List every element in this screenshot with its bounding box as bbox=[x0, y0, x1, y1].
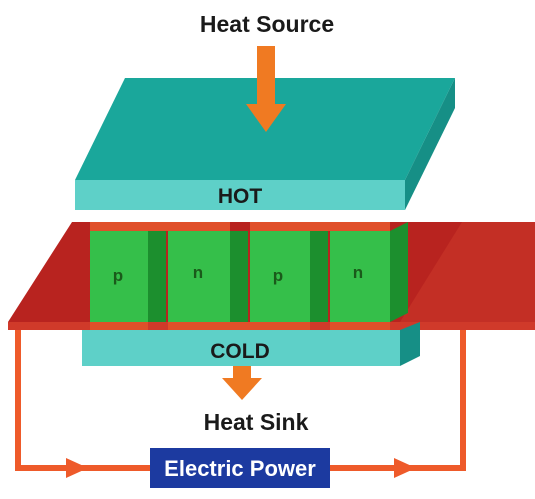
leg-block bbox=[250, 231, 328, 322]
current-arrow-icon bbox=[66, 458, 88, 478]
cold-plate-face bbox=[82, 330, 400, 366]
semiconductor-leg bbox=[168, 231, 230, 322]
bottom-conductor-strip bbox=[168, 322, 310, 330]
circuit-wire-right bbox=[330, 330, 466, 471]
leg-block bbox=[168, 231, 248, 322]
heat-source-label: Heat Source bbox=[200, 11, 334, 37]
circuit-wire-left bbox=[15, 330, 150, 471]
hot-label: HOT bbox=[218, 185, 263, 208]
cold-label: COLD bbox=[210, 340, 270, 363]
leg-label: n bbox=[193, 263, 203, 282]
bottom-conductor-strip bbox=[330, 322, 390, 330]
leg-label: n bbox=[353, 263, 363, 282]
electric-power-box bbox=[150, 448, 330, 488]
semiconductor-leg bbox=[250, 231, 310, 322]
hot-plate-side bbox=[405, 78, 455, 210]
current-arrow-icon bbox=[394, 458, 416, 478]
leg-block bbox=[330, 222, 408, 322]
circuit-wire bbox=[15, 330, 466, 478]
hot-plate-face bbox=[75, 180, 405, 210]
top-conductor-strip bbox=[250, 222, 390, 231]
heat-sink-arrow bbox=[222, 366, 262, 400]
bottom-conductor-strip bbox=[90, 322, 148, 330]
base-plate-right bbox=[400, 222, 535, 322]
leg-label: p bbox=[113, 266, 123, 285]
heat-source-arrow bbox=[246, 46, 286, 132]
semiconductor-leg bbox=[90, 231, 148, 322]
leg-label: p bbox=[273, 266, 283, 285]
electric-power-label: Electric Power bbox=[164, 456, 316, 481]
cold-plate-side bbox=[400, 322, 420, 366]
cold-ceramic-plate bbox=[82, 322, 420, 366]
heat-sink-label: Heat Sink bbox=[204, 409, 309, 435]
semiconductor-leg bbox=[330, 231, 390, 322]
leg-block bbox=[90, 231, 166, 322]
top-conductor-strip bbox=[90, 222, 230, 231]
